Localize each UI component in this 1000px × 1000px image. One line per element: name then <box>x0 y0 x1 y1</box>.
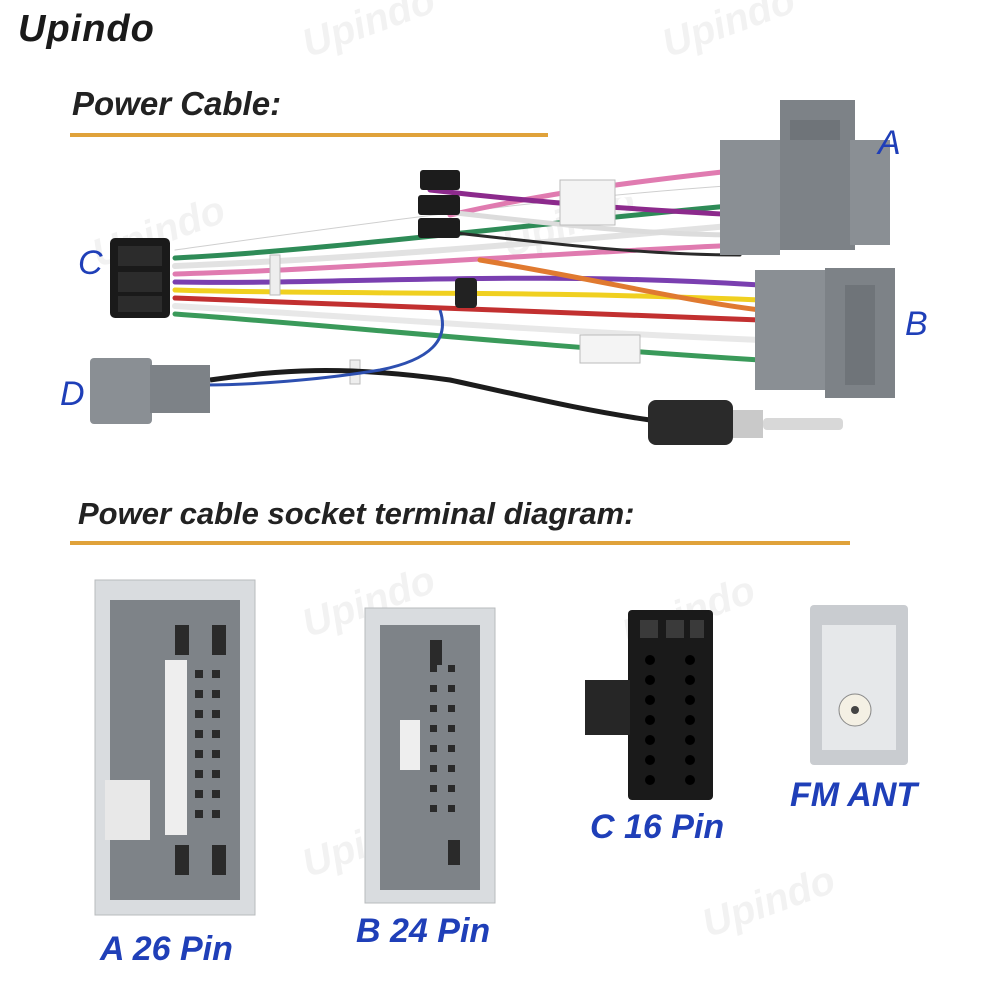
wire-tag <box>559 179 616 226</box>
connector-c <box>110 238 170 318</box>
socket-b <box>364 607 496 904</box>
caption-a-26-pin: A 26 Pin <box>100 930 233 968</box>
connector-label-b: B <box>905 305 928 343</box>
caption-fm-ant: FM ANT <box>790 776 918 814</box>
wire-tag <box>579 334 641 364</box>
wire-bundle <box>172 167 763 363</box>
connector-label-c: C <box>78 244 103 282</box>
socket-a <box>94 579 256 916</box>
caption-c-16-pin: C 16 Pin <box>590 808 725 846</box>
antenna-plug <box>648 400 843 445</box>
connector-a <box>720 100 890 255</box>
heading-power-cable: Power Cable: <box>72 85 282 122</box>
socket-fm-ant <box>810 605 908 765</box>
connector-label-a: A <box>878 124 901 162</box>
connector-b <box>755 268 895 398</box>
heading-underline <box>70 541 850 545</box>
connector-label-d: D <box>60 375 85 413</box>
heading-underline <box>70 133 548 137</box>
caption-b-24-pin: B 24 Pin <box>356 912 491 950</box>
brand-logo: Upindo <box>18 8 155 50</box>
small-plugs <box>418 170 460 238</box>
socket-c <box>585 610 713 800</box>
heading-socket-diagram: Power cable socket terminal diagram: <box>78 496 635 531</box>
connector-d <box>90 358 210 424</box>
